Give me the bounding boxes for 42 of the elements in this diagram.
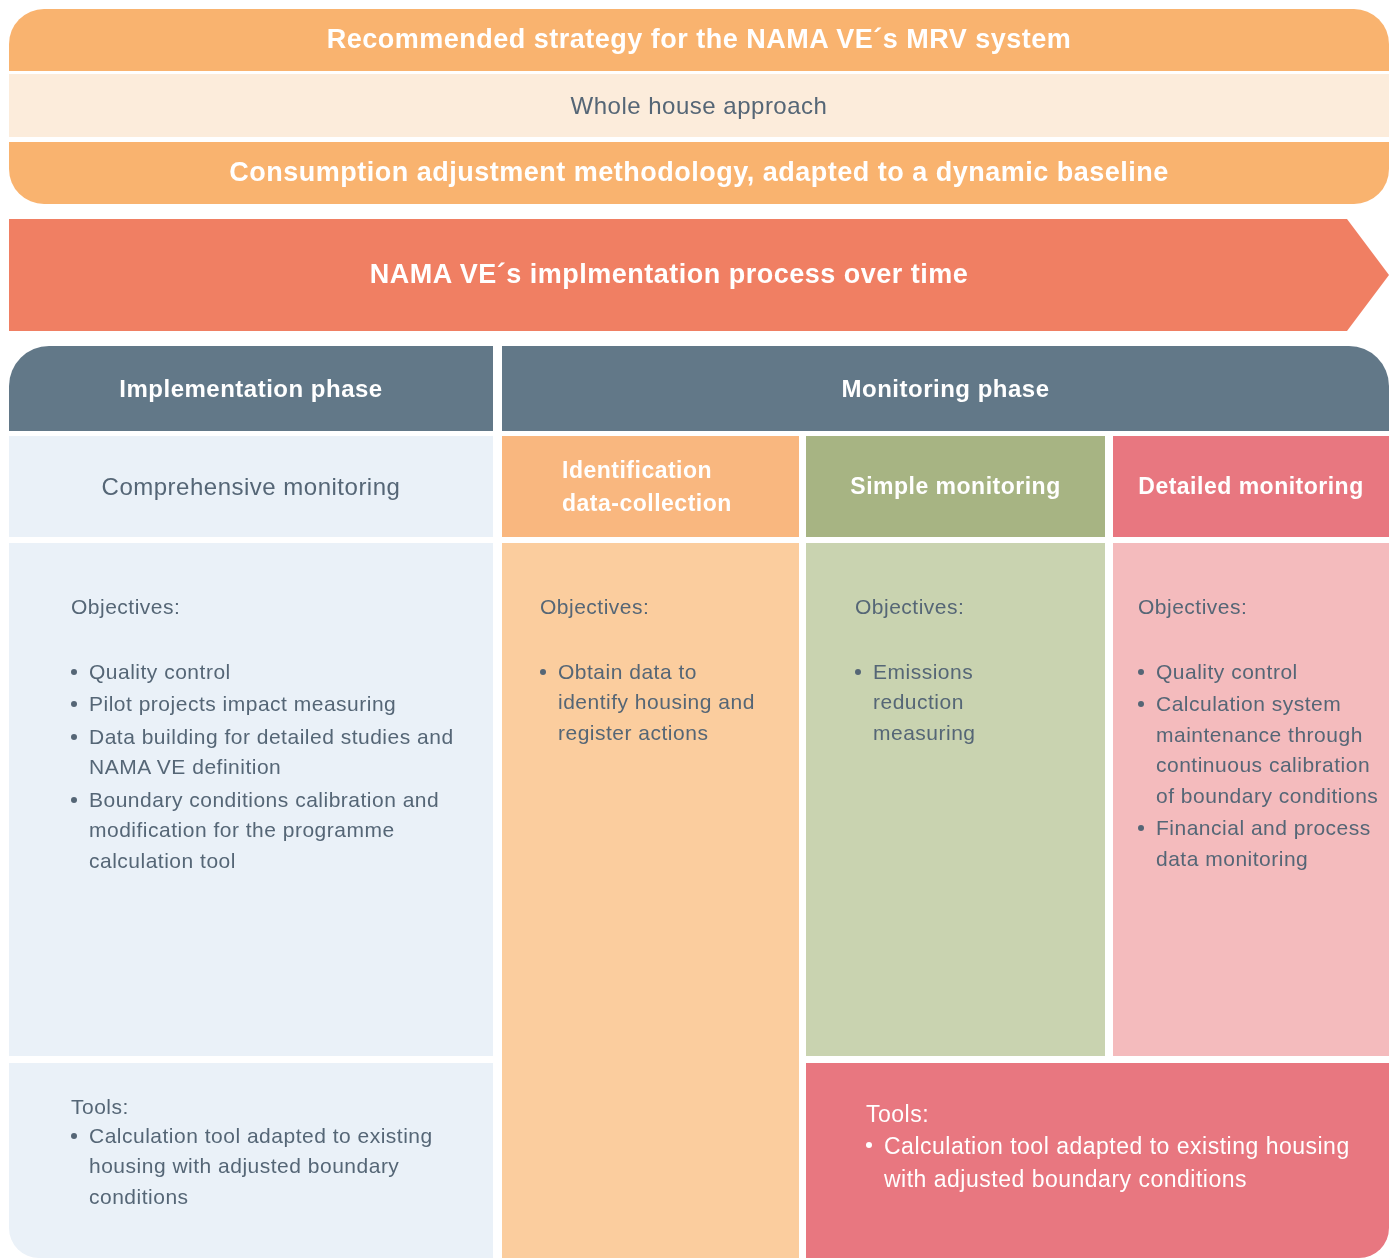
tools-panel <box>9 1063 493 1258</box>
heading-text: Detailed monitoring <box>1138 472 1364 502</box>
stage-header <box>806 436 1105 537</box>
list-item: Emissions reduction measuring <box>873 659 977 746</box>
heading-text: Monitoring phase <box>841 373 1050 404</box>
timeline-banner <box>9 219 1389 331</box>
list-item: Calculation system maintenance through continuous calibration of boundary conditions <box>1156 691 1379 809</box>
heading-text: Consumption adjustment methodology, adapted to a dynamic baseline <box>229 156 1169 190</box>
approach-band <box>9 74 1389 137</box>
tools-panel <box>806 1063 1389 1258</box>
title-band <box>9 9 1389 71</box>
list-item: Quality control <box>1156 659 1298 685</box>
list-item: Quality control <box>89 659 231 685</box>
phase-header <box>9 346 493 431</box>
list-item: Financial and process data monitoring <box>1156 815 1372 872</box>
list-item: Obtain data to identify housing and register actions <box>558 659 756 746</box>
objectives-panel <box>1113 543 1389 1056</box>
list-item: Calculation tool adapted to existing housing with adjusted boundary conditions <box>89 1123 434 1210</box>
list-item: Boundary conditions calibration and modification for the programme calculation tool <box>89 786 441 874</box>
objectives-panel <box>502 543 799 1258</box>
heading-text: NAMA VE´s implmentation process over time <box>369 258 969 292</box>
objectives-panel <box>9 543 493 1056</box>
heading-text: Simple monitoring <box>850 472 1061 502</box>
heading-text: Implementation phase <box>119 373 383 404</box>
list-item: Pilot projects impact measuring <box>89 691 397 718</box>
heading-text: Whole house approach <box>570 90 828 121</box>
section-heading: Objectives: <box>540 595 651 619</box>
objectives-panel <box>806 543 1105 1056</box>
heading-text: Identification data-collection <box>562 456 733 518</box>
section-heading: Objectives: <box>1138 595 1249 619</box>
section-heading: Tools: <box>866 1101 931 1128</box>
heading-text: Comprehensive monitoring <box>101 471 401 502</box>
heading-text: Recommended strategy for the NAMA VE´s MRV system <box>326 23 1072 57</box>
stage-header <box>502 436 799 537</box>
phase-header <box>502 346 1389 431</box>
section-heading: Objectives: <box>71 595 182 619</box>
methodology-band <box>9 142 1389 204</box>
section-heading: Objectives: <box>855 595 966 619</box>
list-item: Calculation tool adapted to existing housing with adjusted boundary conditions <box>884 1132 1351 1195</box>
stage-header <box>1113 436 1389 537</box>
list-item: Data building for detailed studies and NAMA VE definition <box>89 723 455 781</box>
section-heading: Tools: <box>71 1095 130 1119</box>
